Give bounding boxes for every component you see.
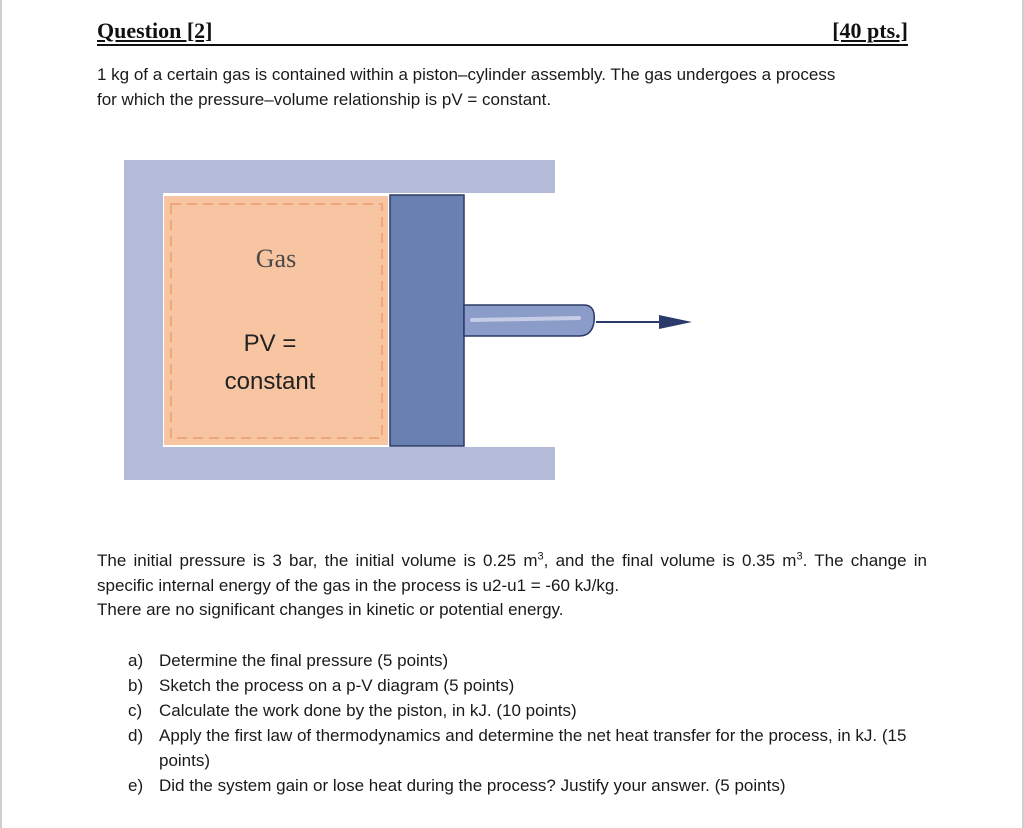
relation-line-1: PV = xyxy=(244,330,297,357)
piston xyxy=(390,195,464,446)
gas-label: Gas xyxy=(256,244,296,273)
gas-boundary-dashed xyxy=(170,203,383,439)
given-text-3: . The change in specific internal energy… xyxy=(97,551,927,595)
exponent-2: 3 xyxy=(796,550,803,563)
intro-line-1: 1 kg of a certain gas is contained withi… xyxy=(97,65,836,84)
question-list: a) Determine the final pressure (5 points… xyxy=(128,648,928,798)
item-label: e) xyxy=(128,776,144,795)
gas-region xyxy=(164,196,388,445)
question-title: Question [2] xyxy=(97,18,213,43)
question-header: Question [2] [40 pts.] xyxy=(97,16,908,46)
item-label: c) xyxy=(128,701,143,720)
item-label: a) xyxy=(128,651,144,670)
given-paragraph: The initial pressure is 3 bar, the initi… xyxy=(97,548,927,598)
item-text: Did the system gain or lose heat during … xyxy=(159,776,786,795)
page-border-left xyxy=(0,0,2,828)
item-text: Determine the final pressure (5 points) xyxy=(159,651,449,670)
page-border-right xyxy=(1022,0,1024,828)
item-label: b) xyxy=(128,676,144,695)
piston-cylinder-figure: Gas PV = constant xyxy=(124,160,692,480)
note-paragraph: There are no significant changes in kine… xyxy=(97,600,564,619)
item-text: Apply the first law of thermodynamics an… xyxy=(159,726,907,770)
item-text: Calculate the work done by the piston, i… xyxy=(159,701,577,720)
intro-paragraph: 1 kg of a certain gas is contained withi… xyxy=(97,62,927,112)
question-points: [40 pts.] xyxy=(832,18,908,43)
list-item: a) Determine the final pressure (5 points… xyxy=(128,648,928,673)
list-item: b) Sketch the process on a p-V diagram (5… xyxy=(128,673,928,698)
list-item: c) Calculate the work done by the piston,… xyxy=(128,698,928,723)
exponent-1: 3 xyxy=(537,550,544,563)
given-text-2: , and the final volume is 0.35 m xyxy=(543,551,797,570)
motion-arrow-head xyxy=(659,315,692,329)
given-text-1: The initial pressure is 3 bar, the initi… xyxy=(97,551,538,570)
intro-line-2: for which the pressure–volume relationsh… xyxy=(97,90,552,109)
list-item: d) Apply the first law of thermodynamics … xyxy=(128,723,928,773)
item-text: Sketch the process on a p-V diagram (5 p… xyxy=(159,676,515,695)
list-item: e) Did the system gain or lose heat durin… xyxy=(128,773,928,798)
item-label: d) xyxy=(128,726,144,745)
relation-line-2: constant xyxy=(225,368,316,395)
